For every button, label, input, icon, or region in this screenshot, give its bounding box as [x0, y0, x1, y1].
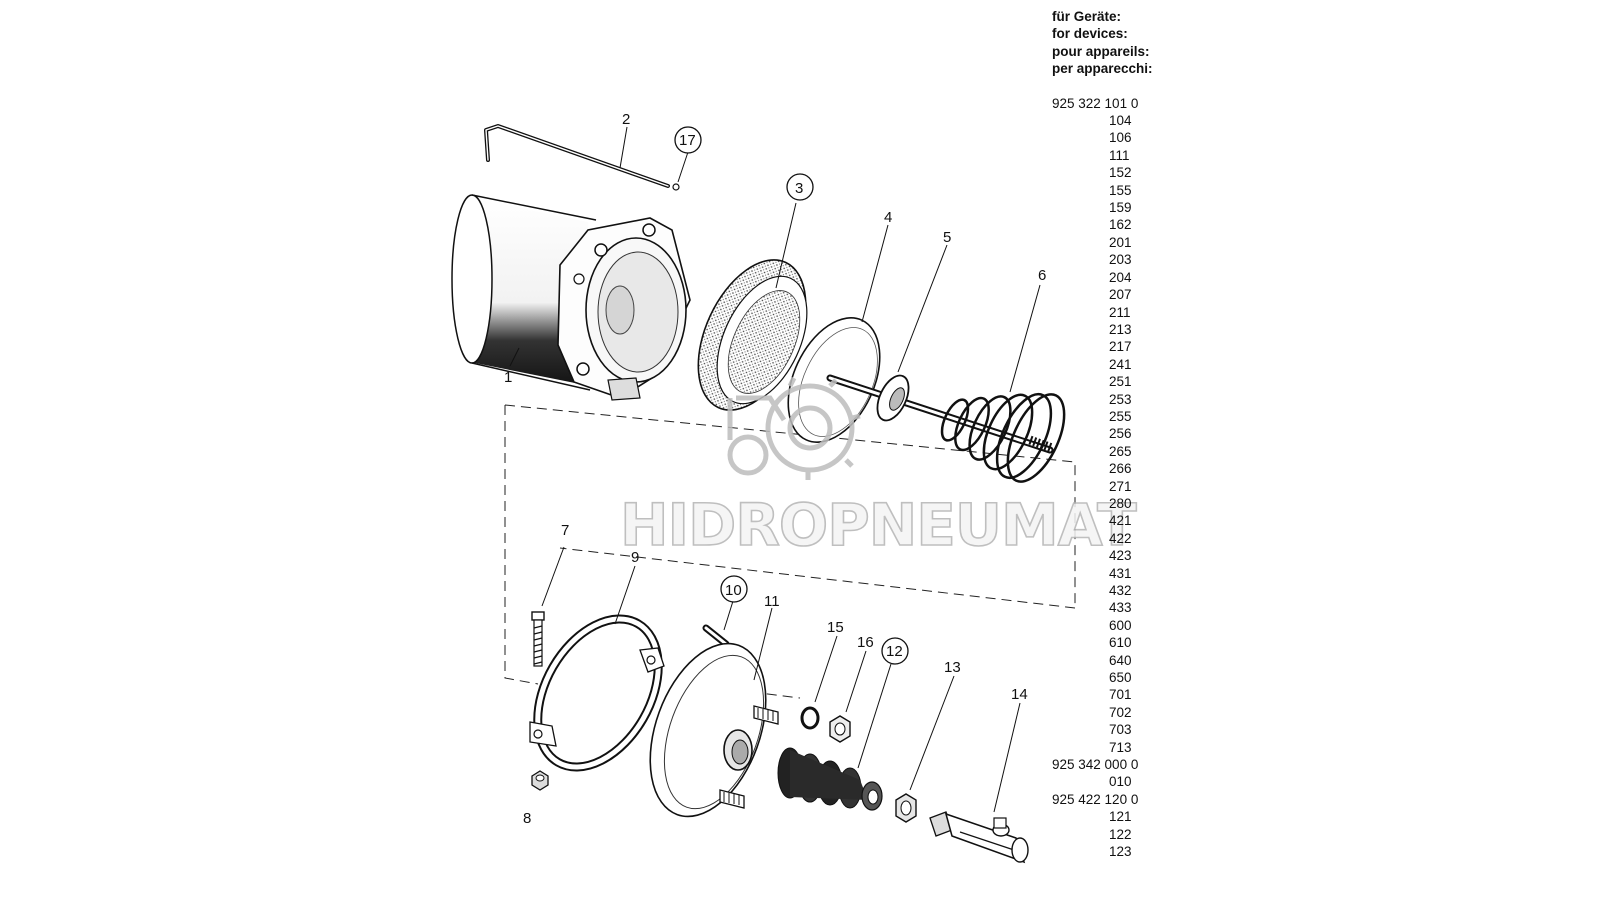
- device-code-suffix: 271: [1109, 478, 1132, 494]
- devices-list-panel: für Geräte: for devices:pour appareils: pe…: [1052, 8, 1212, 861]
- device-code-suffix: 155: [1109, 182, 1132, 198]
- part-label-14: 14: [1011, 686, 1028, 703]
- tractor-logo-icon: [727, 376, 861, 480]
- device-code-full: 925 322 101 0: [1052, 95, 1139, 111]
- part-8-nut: [531, 770, 549, 791]
- device-code-suffix: 703: [1109, 722, 1132, 738]
- device-code-suffix: 111: [1109, 147, 1130, 163]
- device-code-suffix: 251: [1109, 374, 1132, 390]
- watermark: HIDROPNEUMAT: [619, 376, 1139, 560]
- device-code-suffix: 217: [1109, 339, 1132, 355]
- part-label-15: 15: [827, 619, 844, 636]
- device-code-suffix: 203: [1109, 252, 1132, 268]
- device-code-suffix: 433: [1109, 600, 1132, 616]
- part-label-13: 13: [944, 659, 961, 676]
- part-label-11: 11: [764, 593, 780, 610]
- part-6-conical-spring: [940, 393, 1066, 483]
- part-label-7: 7: [561, 522, 569, 539]
- part-13-lock-nut: [895, 793, 917, 823]
- part-2-hex-key: [484, 124, 670, 188]
- part-1-cylinder-housing: [451, 194, 691, 401]
- part-7-bolt: [531, 611, 545, 667]
- device-code-suffix: 432: [1109, 583, 1132, 598]
- header-line: per apparecchi:: [1052, 61, 1153, 77]
- device-code-suffix: 713: [1109, 739, 1132, 755]
- device-code-full: 925 342 000 0: [1052, 757, 1139, 773]
- device-code-suffix: 702: [1109, 704, 1132, 720]
- header-line: für Geräte:: [1052, 9, 1122, 24]
- watermark-text: HIDROPNEUMAT: [620, 491, 1137, 559]
- assembly-guide-dashed-line: [504, 404, 1076, 699]
- device-code-suffix: 201: [1109, 234, 1132, 250]
- part-12-rubber-boot: [777, 747, 883, 811]
- device-code-suffix: 650: [1109, 670, 1132, 686]
- part-3-cup-seal: [697, 259, 808, 411]
- device-code-suffix: 104: [1109, 113, 1132, 129]
- device-code-suffix: 123: [1109, 844, 1132, 860]
- device-code-suffix: 241: [1109, 356, 1132, 372]
- device-code-suffix: 421: [1109, 513, 1132, 529]
- device-code-suffix: 213: [1109, 321, 1132, 337]
- device-code-suffix: 159: [1109, 200, 1132, 216]
- device-code-suffix: 106: [1109, 130, 1132, 146]
- part-9-clamp-ring: [529, 614, 665, 772]
- part-label-17: 17: [679, 132, 696, 149]
- device-code-suffix: 701: [1109, 687, 1132, 703]
- part-label-6: 6: [1038, 267, 1046, 284]
- device-code-suffix: 422: [1109, 530, 1132, 546]
- device-code-suffix: 256: [1109, 426, 1132, 442]
- part-15-washer: [800, 706, 820, 730]
- device-code-suffix: 010: [1109, 774, 1132, 790]
- part-label-9: 9: [631, 549, 639, 566]
- device-code-suffix: 265: [1109, 443, 1132, 459]
- part-label-1: 1: [504, 369, 512, 386]
- device-code-suffix: 423: [1109, 548, 1132, 564]
- device-code-suffix: 280: [1109, 495, 1132, 511]
- part-14-clevis-fork: [929, 811, 1029, 864]
- part-label-12: 12: [886, 643, 903, 660]
- part-label-4: 4: [884, 209, 892, 226]
- device-code-suffix: 610: [1109, 635, 1132, 651]
- device-code-suffix: 121: [1109, 809, 1132, 825]
- device-code-suffix: 266: [1109, 461, 1132, 477]
- part-16-nut: [829, 715, 851, 743]
- device-code-suffix: 152: [1109, 165, 1132, 181]
- device-code-suffix: 253: [1109, 391, 1132, 407]
- device-code-suffix: 600: [1109, 617, 1132, 633]
- device-code-full: 925 422 120 0: [1052, 791, 1139, 807]
- header-line: pour appareils:: [1052, 43, 1150, 59]
- part-label-2: 2: [622, 111, 630, 128]
- device-code-suffix: 204: [1109, 269, 1132, 285]
- devices-header: für Geräte: for devices:pour appareils: pe…: [1052, 8, 1212, 78]
- part-17-ball: [672, 183, 680, 191]
- device-code-suffix: 211: [1109, 304, 1131, 320]
- device-code-suffix: 255: [1109, 408, 1132, 424]
- device-code-suffix: 122: [1109, 826, 1132, 842]
- device-code-suffix: 431: [1109, 565, 1132, 581]
- part-label-16: 16: [857, 634, 874, 651]
- device-code-suffix: 162: [1109, 217, 1132, 233]
- device-code-suffix: 640: [1109, 652, 1132, 668]
- part-label-10: 10: [725, 582, 742, 599]
- part-label-3: 3: [795, 180, 803, 197]
- part-label-8: 8: [523, 810, 531, 827]
- header-line: for devices:: [1052, 26, 1128, 42]
- part-11-brake-chamber: [649, 642, 779, 818]
- device-code-suffix: 207: [1109, 287, 1132, 303]
- part-label-5: 5: [943, 229, 951, 246]
